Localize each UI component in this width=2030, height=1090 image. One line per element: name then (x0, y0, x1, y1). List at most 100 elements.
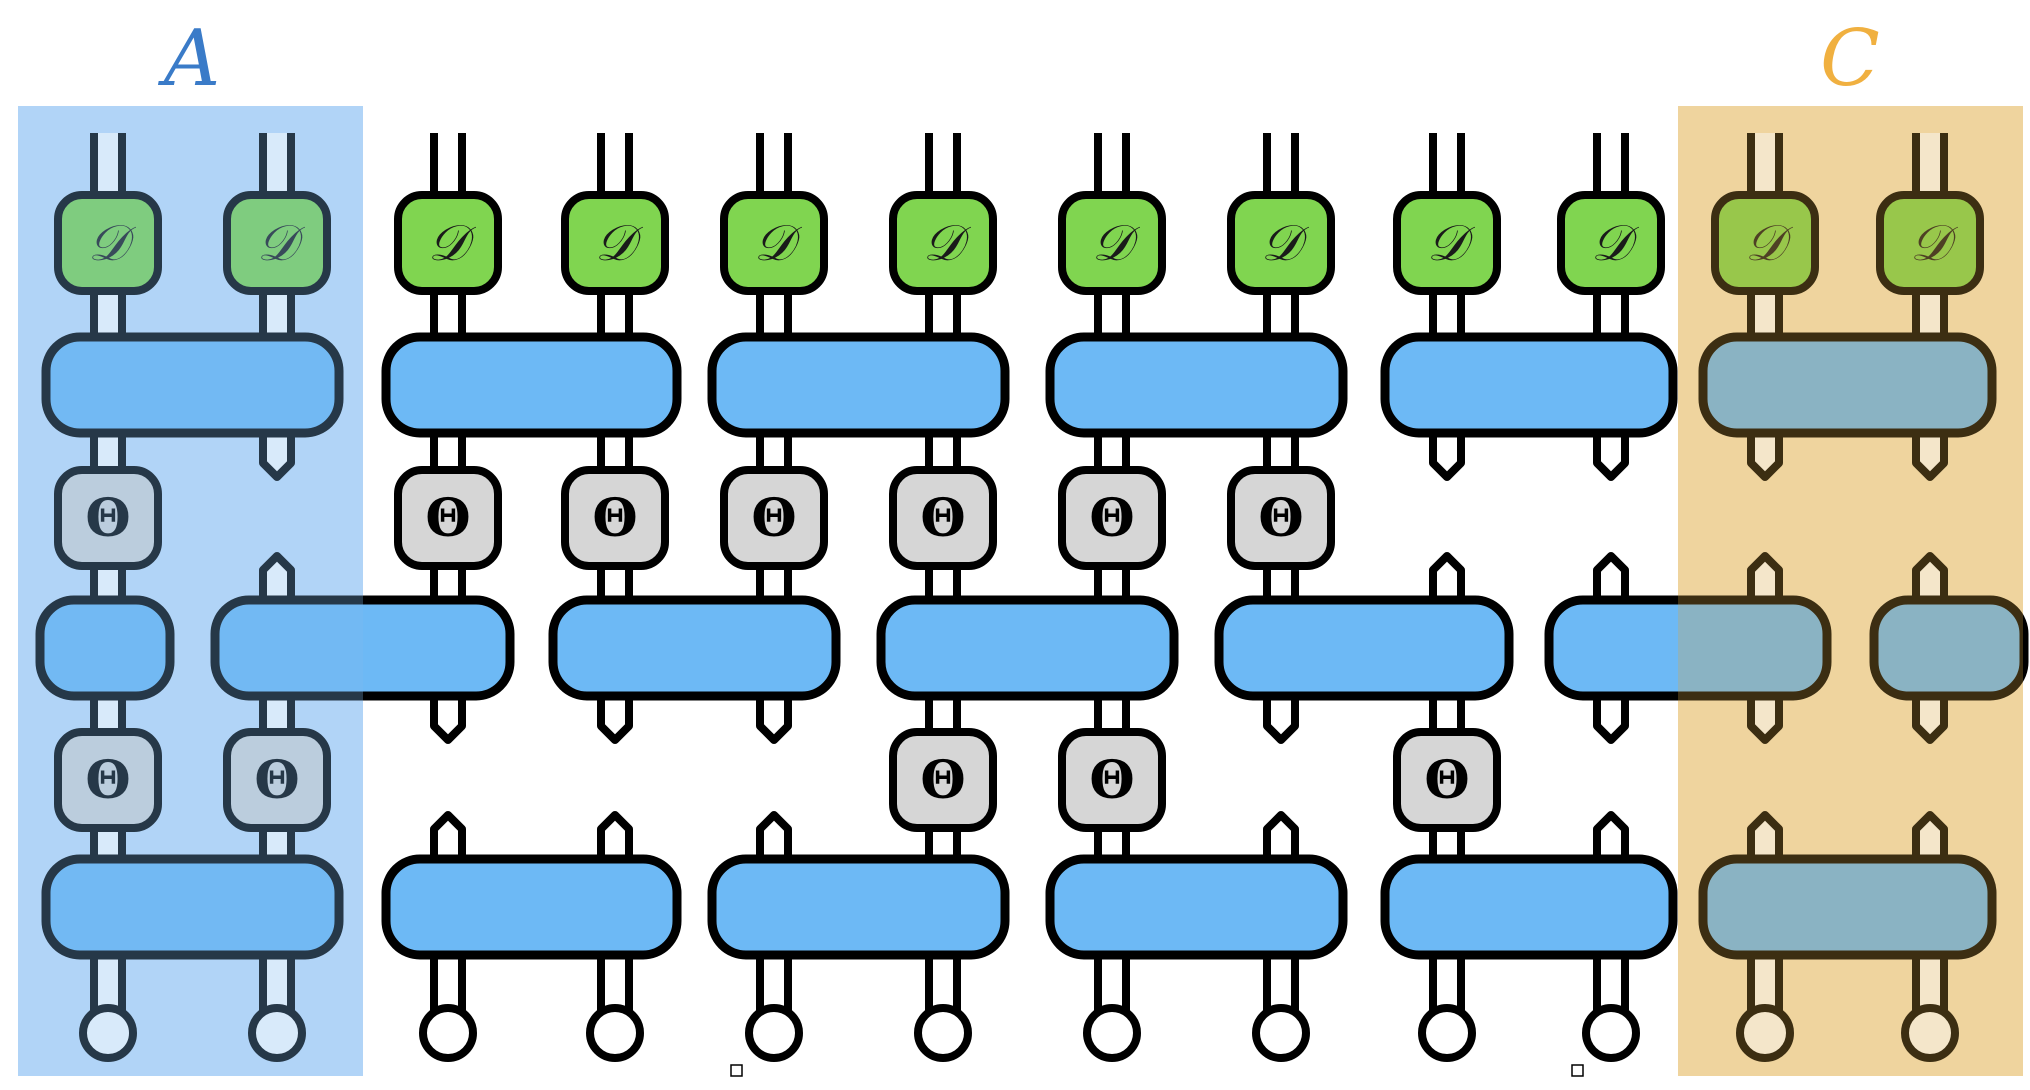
wire-stub-path (597, 811, 633, 867)
theta-tensor: Θ (1058, 728, 1166, 832)
theta-tensor: Θ (889, 466, 997, 570)
wire-stub-up (1593, 552, 1629, 608)
theta-box (223, 728, 331, 832)
wire-stub-path (756, 811, 792, 867)
gate-body (1380, 332, 1678, 438)
input-circle (586, 1004, 644, 1062)
theta-symbol: Θ (85, 488, 130, 549)
wire-stub-up (1429, 552, 1465, 608)
gate-body (1380, 854, 1678, 960)
gate-body (1045, 854, 1348, 960)
gate-layer-2-boundary (35, 595, 175, 701)
gate-layer-2-boundary (1869, 595, 2029, 701)
theta-tensor: Θ (223, 728, 331, 832)
theta-symbol: Θ (1424, 750, 1469, 811)
theta-symbol: Θ (592, 488, 637, 549)
small-marker (730, 1064, 743, 1077)
theta-symbol: Θ (751, 488, 796, 549)
input-circle (1901, 1004, 1959, 1062)
d-box (1557, 191, 1665, 295)
theta-box (1227, 466, 1335, 570)
theta-box (1393, 728, 1501, 832)
d-box (223, 191, 331, 295)
region-a-tint (18, 106, 363, 1076)
input-circle (1418, 1004, 1476, 1062)
gate-layer-1 (41, 332, 344, 438)
gate-body (707, 854, 1010, 960)
wire-stub-up (1912, 811, 1948, 867)
gate-body (1544, 595, 1832, 701)
d-box (720, 191, 828, 295)
small-marker (1571, 1064, 1584, 1077)
wire-stub-down (1747, 425, 1783, 481)
d-box (889, 191, 997, 295)
wire-stub-down (1429, 425, 1465, 481)
theta-tensor: Θ (54, 466, 162, 570)
gate-body (41, 854, 344, 960)
wire-stub-down (1912, 425, 1948, 481)
wire-stub-down (1263, 688, 1299, 744)
wire-stub-path (259, 552, 295, 608)
gate-body (41, 332, 344, 438)
d-tensor: 𝒟 (1393, 191, 1501, 295)
region-a-label: A (158, 14, 220, 104)
d-box (54, 191, 162, 295)
d-tensor: 𝒟 (720, 191, 828, 295)
theta-box (1058, 466, 1166, 570)
gates-layer (35, 332, 2029, 960)
wire-stub-path (1912, 552, 1948, 608)
d-tensor: 𝒟 (561, 191, 669, 295)
wire-stub-path (1263, 688, 1299, 744)
region-c-label: C (1820, 14, 1880, 104)
input-circle (79, 1004, 137, 1062)
wire-stub-down (1912, 688, 1948, 744)
wire-stub-up (430, 811, 466, 867)
d-tensor: 𝒟 (223, 191, 331, 295)
gate-layer-3 (1380, 854, 1678, 960)
input-circle (1736, 1004, 1794, 1062)
theta-tensor: Θ (1058, 466, 1166, 570)
theta-tensor: Θ (889, 728, 997, 832)
d-box (1227, 191, 1335, 295)
gate-body (876, 595, 1179, 701)
theta-symbol: Θ (1089, 488, 1134, 549)
gate-layer-2 (210, 595, 515, 701)
gate-layer-1 (1698, 332, 1997, 438)
gate-body (210, 595, 515, 701)
d-tensor: 𝒟 (889, 191, 997, 295)
theta-tensor: Θ (394, 466, 502, 570)
wire-stub-up (1593, 811, 1629, 867)
gate-body (381, 854, 682, 960)
theta-symbol: Θ (425, 488, 470, 549)
d-tensor: 𝒟 (1227, 191, 1335, 295)
d-box (1711, 191, 1819, 295)
d-box (1393, 191, 1501, 295)
gate-layer-3 (381, 854, 682, 960)
theta-tensor: Θ (1393, 728, 1501, 832)
wire-stub-path (430, 811, 466, 867)
gate-layer-2 (876, 595, 1179, 701)
theta-box (54, 466, 162, 570)
input-circle (248, 1004, 306, 1062)
wire-stub-path (1429, 552, 1465, 608)
input-circle (745, 1004, 803, 1062)
wire-stub-up (1263, 811, 1299, 867)
gate-layer-2 (1544, 595, 1832, 701)
wire-stub-down (430, 688, 466, 744)
wire-stub-down (1593, 425, 1629, 481)
d-tensor: 𝒟 (1876, 191, 1984, 295)
wire-stub-up (597, 811, 633, 867)
wire-stub-up (259, 552, 295, 608)
theta-box (54, 728, 162, 832)
wire-stub-path (1747, 425, 1783, 481)
wire-stub-path (1912, 688, 1948, 744)
theta-symbol: Θ (1258, 488, 1303, 549)
wire-stub-path (1747, 811, 1783, 867)
d-tensor: 𝒟 (394, 191, 502, 295)
theta-symbol: Θ (254, 750, 299, 811)
gate-body (548, 595, 841, 701)
region-c-tint (1678, 106, 2023, 1076)
gate-layer-2 (1214, 595, 1514, 701)
wire-stub-up (1747, 552, 1783, 608)
theta-symbol: Θ (920, 488, 965, 549)
